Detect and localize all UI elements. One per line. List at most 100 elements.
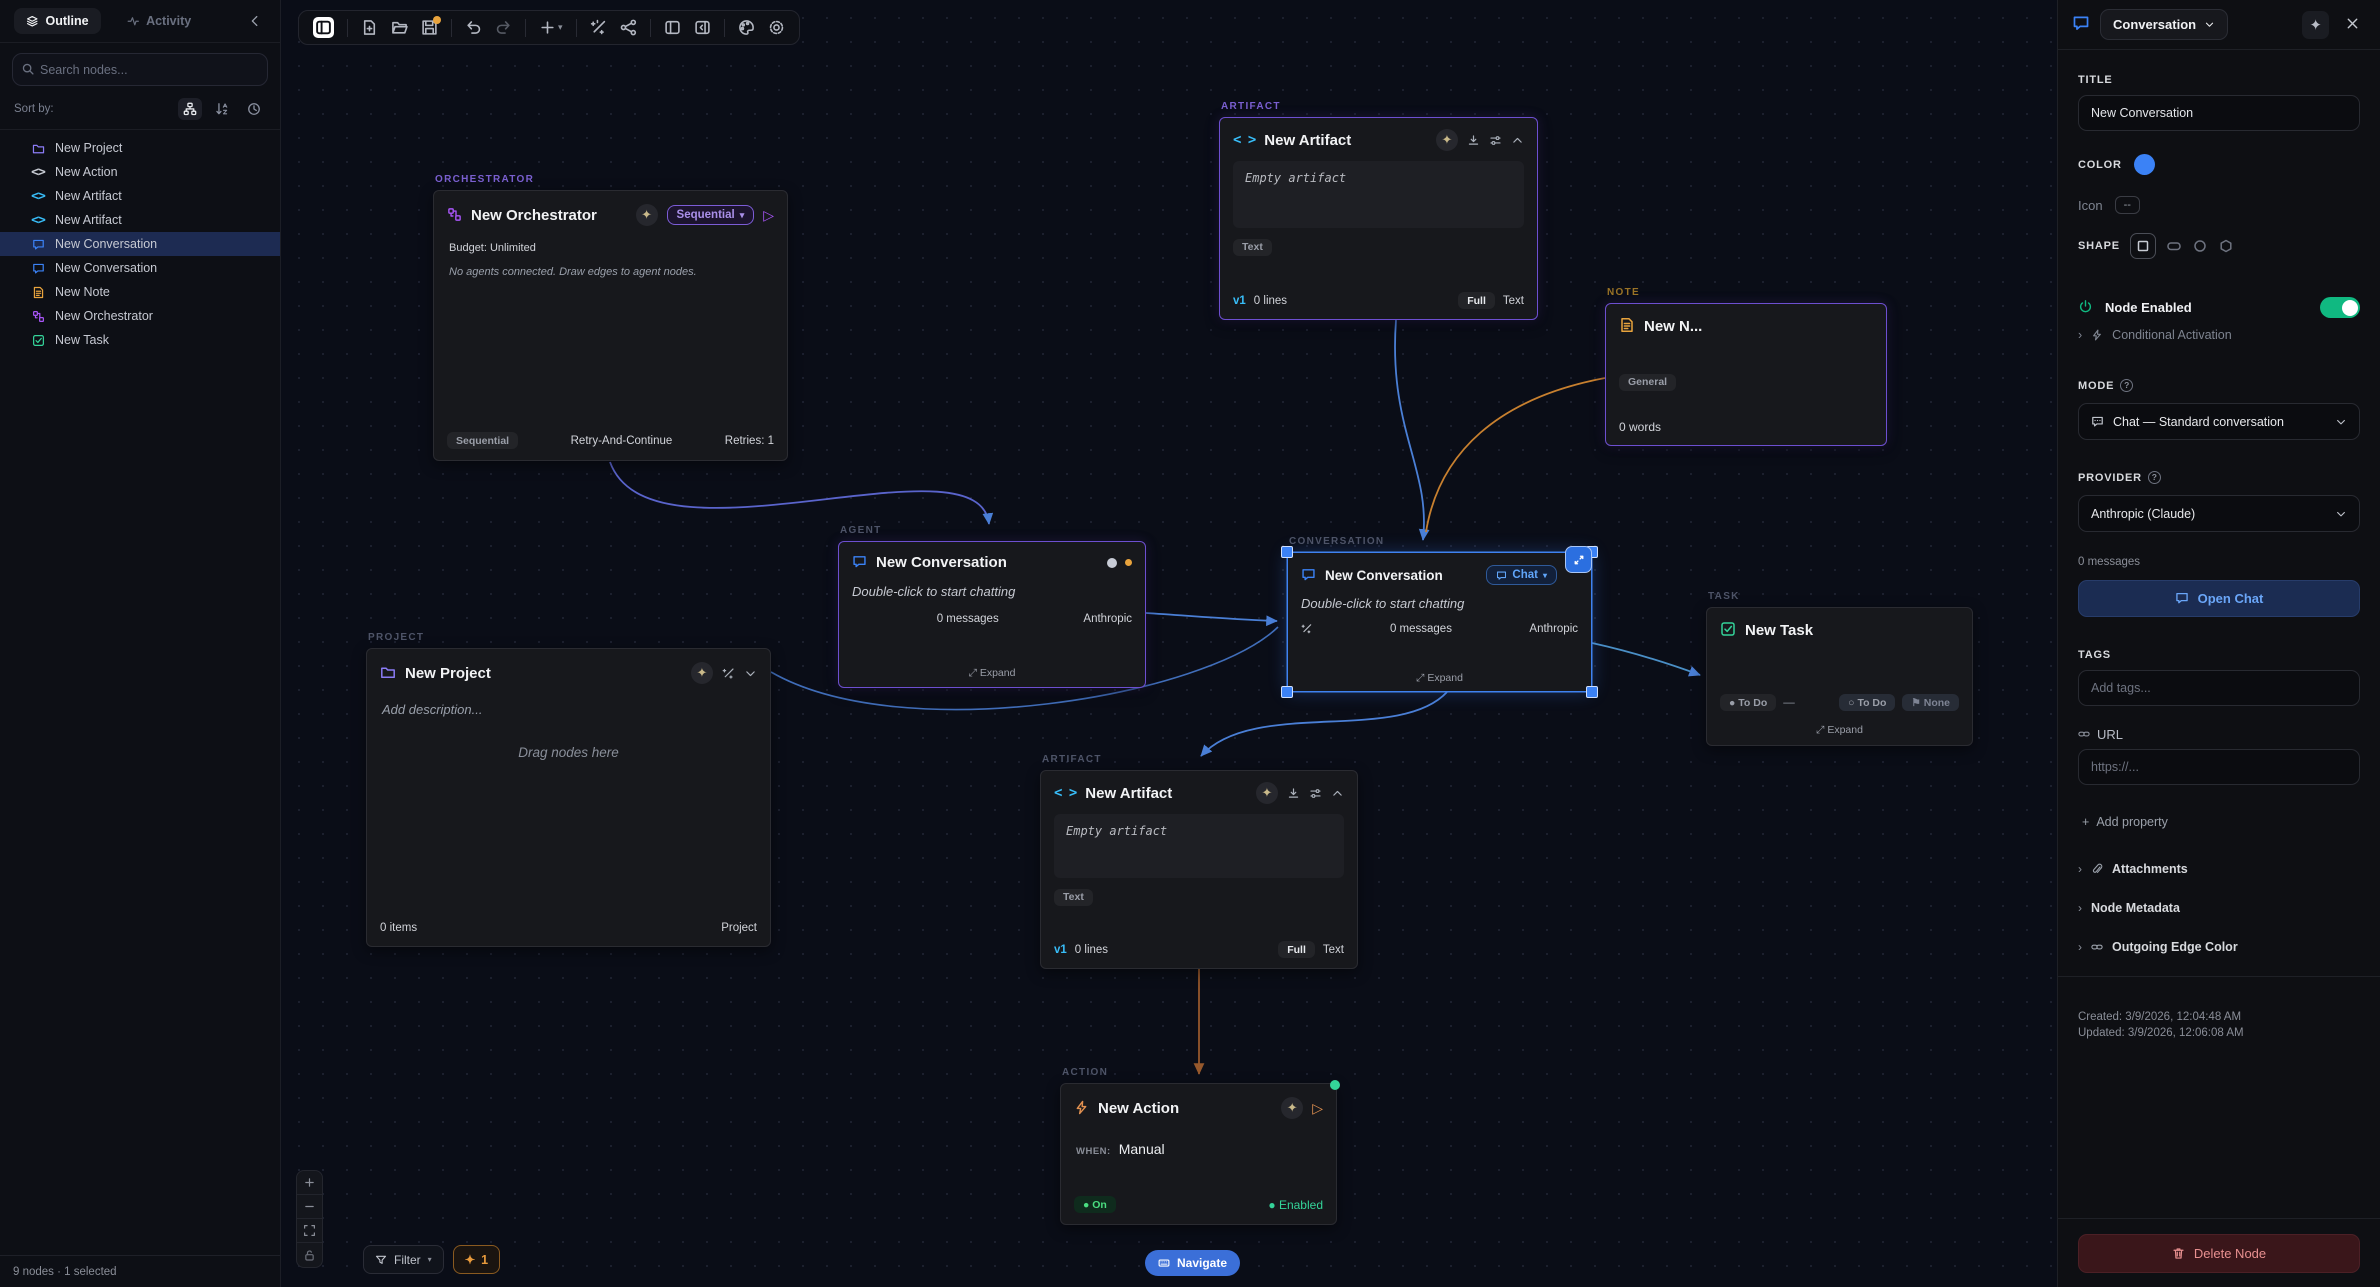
redo-button[interactable]	[495, 19, 512, 36]
add-node-button[interactable]: ▾	[539, 19, 563, 36]
artifact-settings-button[interactable]	[1489, 134, 1502, 147]
node-orchestrator[interactable]: ORCHESTRATOR New Orchestrator ✦ Sequenti…	[433, 174, 788, 461]
ai-sparkle-button[interactable]: ✦	[635, 204, 658, 226]
close-panel-button[interactable]	[2339, 12, 2366, 37]
collapse-button[interactable]	[1331, 787, 1344, 800]
collapse-button[interactable]	[1511, 134, 1524, 147]
resize-handle-nw[interactable]	[1281, 546, 1293, 558]
help-icon[interactable]: ?	[2120, 378, 2134, 392]
sidebar-item-new-artifact-1[interactable]: <> New Artifact	[0, 184, 280, 208]
task-priority-pill[interactable]: ⚑ None	[1902, 694, 1959, 711]
ai-sparkle-button[interactable]: ✦	[1436, 129, 1458, 151]
node-task[interactable]: TASK New Task ● To Do — ○ To Do ⚑ None ⤢…	[1706, 591, 1973, 746]
ai-sparkle-button[interactable]: ✦	[691, 662, 713, 684]
ai-wand-button[interactable]	[722, 667, 735, 680]
download-button[interactable]	[1287, 787, 1300, 800]
panel-right-collapse-button[interactable]	[694, 19, 711, 36]
resize-handle-sw[interactable]	[1281, 686, 1293, 698]
run-button[interactable]: ▷	[763, 206, 774, 223]
delete-node-button[interactable]: Delete Node	[2078, 1234, 2360, 1273]
filter-button[interactable]: Filter ▾	[363, 1245, 444, 1274]
collapse-button[interactable]	[744, 667, 757, 680]
expand-button[interactable]: ⤢ Expand	[1816, 724, 1863, 736]
panel-left-button[interactable]	[664, 19, 681, 36]
lock-canvas-button[interactable]	[297, 1243, 322, 1267]
theme-palette-button[interactable]	[738, 19, 755, 36]
zoom-out-button[interactable]	[297, 1195, 322, 1219]
url-input[interactable]	[2078, 748, 2360, 785]
ai-sparkle-button[interactable]: ✦	[1256, 782, 1278, 804]
resize-handle-se[interactable]	[1586, 686, 1598, 698]
open-folder-button[interactable]	[391, 19, 408, 36]
tags-input[interactable]	[2078, 669, 2360, 706]
sidebar-item-new-action[interactable]: <> New Action	[0, 160, 280, 184]
outgoing-edge-color-section[interactable]: › Outgoing Edge Color	[2078, 940, 2360, 954]
node-type-dropdown[interactable]: Conversation	[2100, 9, 2229, 40]
save-button[interactable]	[421, 16, 441, 36]
chevron-right-icon[interactable]: ›	[2078, 328, 2083, 342]
tab-activity[interactable]: Activity	[115, 8, 204, 34]
share-button[interactable]	[620, 19, 637, 36]
view-text-button[interactable]: Text	[1322, 943, 1344, 956]
sidebar-item-new-note[interactable]: New Note	[0, 280, 280, 304]
attachments-section[interactable]: › Attachments	[2078, 862, 2360, 876]
open-chat-expand-button[interactable]	[1565, 546, 1592, 573]
shape-circle-button[interactable]	[2192, 238, 2208, 254]
node-note[interactable]: NOTE New N... General 0 words	[1605, 287, 1887, 446]
mode-select[interactable]: Chat — Standard conversation	[2078, 403, 2360, 440]
help-icon[interactable]: ?	[2147, 470, 2161, 484]
chat-mode-dropdown[interactable]: Chat ▾	[1486, 565, 1557, 585]
node-project[interactable]: PROJECT New Project ✦ Add description...…	[366, 632, 771, 947]
icon-picker-button[interactable]: --	[2114, 196, 2140, 214]
artifact-content[interactable]: Empty artifact	[1233, 161, 1524, 228]
sidebar-item-new-artifact-2[interactable]: <> New Artifact	[0, 208, 280, 232]
zoom-in-button[interactable]	[297, 1171, 322, 1195]
title-input[interactable]	[2078, 95, 2360, 131]
color-swatch[interactable]	[2133, 154, 2155, 175]
node-enabled-toggle[interactable]	[2320, 297, 2360, 318]
provider-select[interactable]: Anthropic (Claude)	[2078, 495, 2360, 532]
sidebar-item-new-conversation-2[interactable]: New Conversation	[0, 256, 280, 280]
shape-square-button[interactable]	[2129, 233, 2156, 259]
description-placeholder[interactable]: Add description...	[382, 702, 483, 717]
ai-wand-icon[interactable]	[1301, 623, 1313, 636]
settings-gear-button[interactable]	[768, 19, 785, 36]
fit-view-button[interactable]	[297, 1219, 322, 1243]
sidebar-item-new-project[interactable]: New Project	[0, 136, 280, 160]
expand-button[interactable]: ⤢ Expand	[968, 667, 1016, 679]
sidebar-collapse-button[interactable]	[242, 11, 268, 31]
view-full-button[interactable]: Full	[1458, 292, 1495, 309]
sort-hierarchy-button[interactable]	[178, 98, 202, 120]
sidebar-item-new-orchestrator[interactable]: New Orchestrator	[0, 304, 280, 328]
download-button[interactable]	[1467, 134, 1480, 147]
ai-credits-badge[interactable]: ✦ 1	[452, 1245, 501, 1274]
artifact-content[interactable]: Empty artifact	[1054, 814, 1344, 878]
tab-outline[interactable]: Outline	[14, 8, 101, 34]
node-agent[interactable]: AGENT New Conversation Double-click to s…	[838, 525, 1146, 688]
search-input[interactable]	[12, 53, 268, 86]
conditional-activation-label[interactable]: Conditional Activation	[2112, 328, 2232, 342]
task-status-pill[interactable]: ○ To Do	[1839, 694, 1896, 711]
sidebar-item-new-task[interactable]: New Task	[0, 328, 280, 352]
mode-dropdown[interactable]: Sequential▾	[666, 205, 755, 225]
run-action-button[interactable]: ▷	[1312, 1099, 1323, 1116]
navigate-button[interactable]: Navigate	[1145, 1250, 1241, 1276]
open-chat-button[interactable]: Open Chat	[2078, 579, 2360, 617]
node-metadata-section[interactable]: › Node Metadata	[2078, 901, 2360, 915]
expand-button[interactable]: ⤢ Expand	[1416, 672, 1463, 684]
ai-sparkle-button[interactable]: ✦	[1281, 1097, 1304, 1119]
node-artifact-top[interactable]: ARTIFACT < > New Artifact ✦ Empty artifa…	[1219, 101, 1538, 320]
view-text-button[interactable]: Text	[1502, 294, 1524, 307]
artifact-settings-button[interactable]	[1309, 787, 1322, 800]
add-property-button[interactable]: + Add property	[2078, 815, 2360, 829]
shape-rounded-button[interactable]	[2166, 238, 2182, 254]
view-full-button[interactable]: Full	[1278, 941, 1315, 958]
sidebar-item-new-conversation-1[interactable]: New Conversation	[0, 232, 280, 256]
sidebar-toggle-button[interactable]	[313, 17, 334, 38]
node-conversation[interactable]: CONVERSATION New Conversation Chat ▾ Dou…	[1287, 536, 1592, 692]
node-action[interactable]: ACTION New Action ✦ ▷ WHEN: Manual ● On …	[1060, 1067, 1340, 1225]
sort-alpha-button[interactable]	[210, 98, 234, 120]
ai-wand-button[interactable]	[590, 19, 607, 36]
undo-button[interactable]	[465, 19, 482, 36]
shape-hexagon-button[interactable]	[2218, 238, 2234, 254]
